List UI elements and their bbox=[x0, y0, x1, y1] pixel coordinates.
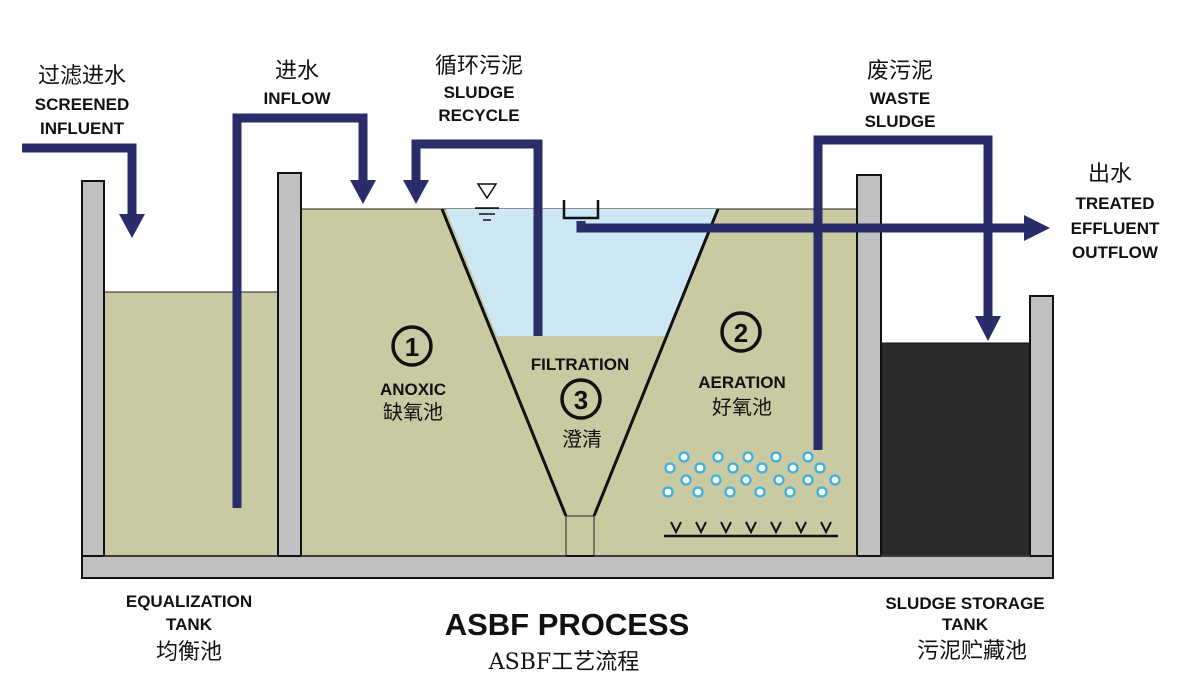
sludge-recycle-pipe bbox=[411, 139, 543, 336]
anoxic-label-en: ANOXIC bbox=[380, 380, 446, 399]
clarifier-left-wall bbox=[440, 208, 568, 517]
air-bubble bbox=[742, 451, 754, 463]
sludge-storage-tank-label-en-2: TANK bbox=[942, 615, 989, 634]
air-bubble bbox=[694, 462, 706, 474]
treated-effluent-label-en-1: TREATED bbox=[1075, 194, 1154, 213]
air-bubble bbox=[664, 462, 676, 474]
sludge-storage-contents bbox=[880, 342, 1031, 557]
wall-equalization-main bbox=[277, 172, 302, 579]
screened-influent-label-en-2: INFLUENT bbox=[40, 119, 125, 138]
diffuser-nozzle bbox=[820, 521, 832, 535]
filtration-label-en: FILTRATION bbox=[531, 355, 630, 374]
treated-effluent-arrowhead bbox=[1024, 215, 1050, 241]
zone-3-marker: 3 bbox=[560, 378, 602, 420]
zone-2-number: 2 bbox=[734, 318, 748, 348]
filtration-label-zh: 澄清 bbox=[562, 427, 602, 451]
effluent-collector-trough bbox=[562, 200, 600, 220]
air-bubble bbox=[754, 486, 766, 498]
waste-sludge-label-en-2: SLUDGE bbox=[865, 112, 936, 131]
diagram-subtitle: ASBF工艺流程 bbox=[488, 650, 639, 675]
screened-influent-pipe bbox=[22, 143, 137, 218]
air-bubble bbox=[692, 486, 704, 498]
aeration-diffusers bbox=[664, 521, 838, 538]
treated-effluent-pipe bbox=[576, 221, 1028, 233]
air-bubble bbox=[784, 486, 796, 498]
zone-1-marker: 1 bbox=[391, 325, 433, 367]
inflow-label-zh: 进水 bbox=[275, 59, 319, 84]
zone-2-marker: 2 bbox=[720, 311, 762, 353]
screened-influent-label-zh: 过滤进水 bbox=[38, 64, 126, 89]
wall-main-sludge bbox=[856, 174, 882, 579]
clarifier-clear-water bbox=[446, 209, 718, 336]
air-bubble bbox=[816, 486, 828, 498]
inflow-arrowhead bbox=[350, 180, 376, 204]
aeration-bubbles bbox=[662, 451, 841, 498]
air-bubble bbox=[829, 474, 841, 486]
air-bubble bbox=[814, 462, 826, 474]
sludge-storage-tank-label-zh: 污泥贮藏池 bbox=[917, 639, 1027, 664]
air-bubble bbox=[680, 474, 692, 486]
air-bubble bbox=[802, 451, 814, 463]
water-level-icon bbox=[475, 183, 499, 221]
equalization-tank-label-zh: 均衡池 bbox=[156, 640, 222, 665]
anoxic-label-zh: 缺氧池 bbox=[383, 400, 443, 424]
treated-effluent-label-en-2: EFFLUENT bbox=[1071, 219, 1160, 238]
air-bubble bbox=[770, 451, 782, 463]
air-bubble bbox=[756, 462, 768, 474]
screened-influent-arrowhead bbox=[119, 214, 145, 238]
waste-sludge-label-en-1: WASTE bbox=[870, 89, 930, 108]
flow-pipes bbox=[22, 113, 1028, 508]
diffuser-nozzle bbox=[770, 521, 782, 535]
diffuser-nozzle bbox=[795, 521, 807, 535]
sludge-recycle-label-zh: 循环污泥 bbox=[435, 54, 523, 79]
waste-sludge-arrowhead bbox=[975, 316, 1001, 341]
clarifier-bottom-channel bbox=[565, 515, 595, 557]
tank-walls bbox=[81, 172, 1054, 579]
diffuser-nozzle bbox=[695, 521, 707, 535]
diffuser-nozzle bbox=[670, 521, 682, 535]
air-bubble bbox=[712, 451, 724, 463]
aeration-label-en: AERATION bbox=[698, 373, 786, 392]
air-bubble bbox=[802, 474, 814, 486]
sludge-recycle-arrowhead bbox=[403, 180, 429, 204]
sludge-recycle-label-en-1: SLUDGE bbox=[444, 83, 515, 102]
wall-right-outer bbox=[1029, 295, 1054, 579]
diffuser-nozzle bbox=[720, 521, 732, 535]
screened-influent-label-en-1: SCREENED bbox=[35, 95, 129, 114]
treated-effluent-label-zh: 出水 bbox=[1088, 162, 1132, 187]
air-bubble bbox=[724, 486, 736, 498]
air-bubble bbox=[662, 486, 674, 498]
equalization-tank-liquid bbox=[103, 291, 279, 557]
inflow-pipe bbox=[232, 113, 368, 508]
air-bubble bbox=[678, 451, 690, 463]
zone-1-number: 1 bbox=[405, 332, 419, 362]
clarifier-right-wall bbox=[592, 208, 720, 517]
equalization-tank-label-en-2: TANK bbox=[166, 615, 213, 634]
wall-floor bbox=[81, 555, 1054, 579]
flow-arrowheads bbox=[119, 180, 1050, 341]
aeration-label-zh: 好氧池 bbox=[712, 395, 772, 419]
air-bubble bbox=[727, 462, 739, 474]
diffuser-nozzle bbox=[745, 521, 757, 535]
zone-3-number: 3 bbox=[574, 385, 588, 415]
wall-left-outer bbox=[81, 180, 105, 579]
air-bubble bbox=[787, 462, 799, 474]
air-bubble bbox=[710, 474, 722, 486]
inflow-label-en: INFLOW bbox=[263, 89, 331, 108]
air-bubble bbox=[740, 474, 752, 486]
treated-effluent-label-en-3: OUTFLOW bbox=[1072, 243, 1159, 262]
diagram-title: ASBF PROCESS bbox=[445, 607, 690, 642]
air-bubble bbox=[773, 474, 785, 486]
equalization-tank-label-en-1: EQUALIZATION bbox=[126, 592, 252, 611]
sludge-recycle-label-en-2: RECYCLE bbox=[438, 106, 519, 125]
sludge-storage-tank-label-en-1: SLUDGE STORAGE bbox=[885, 594, 1044, 613]
waste-sludge-label-zh: 废污泥 bbox=[867, 59, 933, 84]
